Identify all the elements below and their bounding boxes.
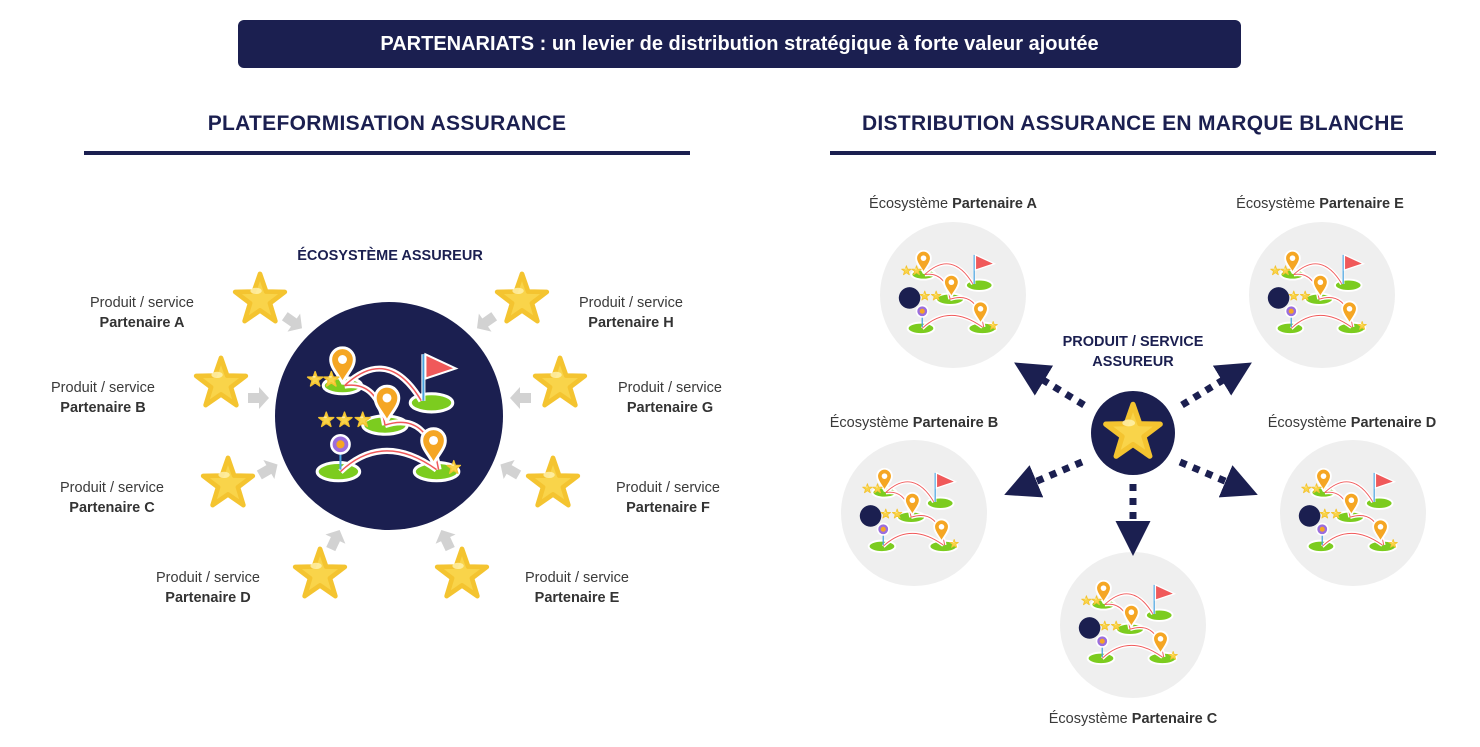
- ecosystem-label-d: Écosystème Partenaire D: [1267, 415, 1437, 431]
- arrow-icon: [253, 454, 284, 485]
- arrow-icon: [431, 525, 461, 554]
- arrow-icon: [320, 525, 350, 554]
- arrow-icon: [278, 307, 309, 338]
- right-heading-rule: [830, 151, 1436, 155]
- assureur-product-circle: [1091, 391, 1175, 475]
- assureur-ecosystem-circle: [275, 302, 503, 530]
- arrow-icon: [470, 307, 501, 338]
- arrow-icon: [494, 454, 525, 485]
- ecosystem-label-b: Écosystème Partenaire B: [829, 415, 999, 431]
- partner-ecosystem-circles: [841, 222, 1426, 698]
- ecosystem-label-e: Écosystème Partenaire E: [1236, 196, 1404, 212]
- left-heading-rule: [84, 151, 690, 155]
- right-heading: DISTRIBUTION ASSURANCE EN MARQUE BLANCHE: [861, 112, 1405, 135]
- ecosystem-label-a: Écosystème Partenaire A: [869, 196, 1037, 212]
- arrow-icon: [248, 387, 269, 409]
- ecosystem-label-c: Écosystème Partenaire C: [1048, 711, 1218, 727]
- ecosystem-assureur-label: ÉCOSYSTÈME ASSUREUR: [297, 248, 483, 264]
- arrow-icon: [510, 387, 531, 409]
- distribution-arrows: [1004, 362, 1258, 556]
- banner-title: PARTENARIATS : un levier de distribution…: [238, 20, 1241, 68]
- left-heading: PLATEFORMISATION ASSURANCE: [207, 112, 567, 135]
